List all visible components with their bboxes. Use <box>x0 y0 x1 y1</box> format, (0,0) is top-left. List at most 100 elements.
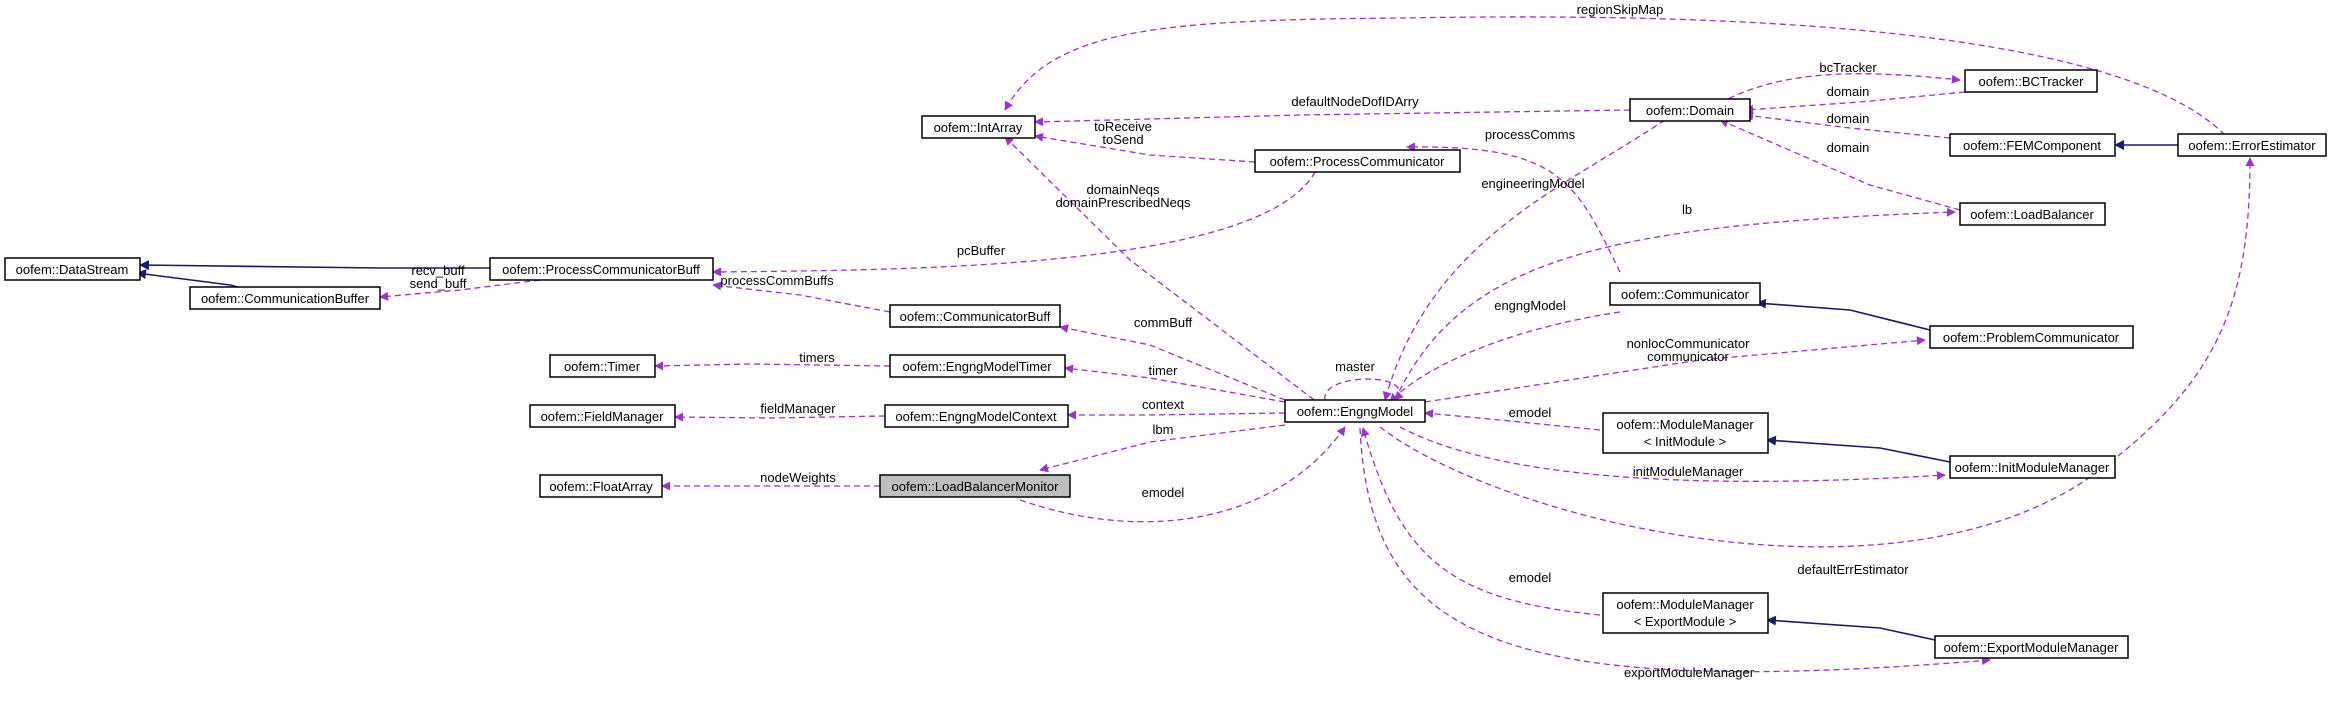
edge-initmodulemanager-modulemanager-init <box>1766 435 1951 463</box>
node-processcommunicator-label: oofem::ProcessCommunicator <box>1270 154 1446 169</box>
edge-domain-bctracker <box>1744 91 1966 114</box>
node-engngmodelcontext-label: oofem::EngngModelContext <box>895 409 1057 424</box>
edge-emodel-init <box>1424 409 1601 431</box>
node-modulemanager-export-label-1: oofem::ModuleManager <box>1616 597 1754 612</box>
edge-domainNeqs <box>1004 136 1331 413</box>
label-lb: lb <box>1682 202 1692 217</box>
node-initmodulemanager-label: oofem::InitModuleManager <box>1955 460 2110 475</box>
node-initmodulemanager[interactable]: oofem::InitModuleManager <box>1949 455 2116 479</box>
node-intarray[interactable]: oofem::IntArray <box>921 115 1036 139</box>
label-defaultNodeDofIDArry: defaultNodeDofIDArry <box>1291 94 1419 109</box>
node-modulemanager-init-label-1: oofem::ModuleManager <box>1616 417 1754 432</box>
node-femcomponent-label: oofem::FEMComponent <box>1963 138 2101 153</box>
edge-master <box>1324 378 1404 401</box>
edge-recv-send-buff <box>379 279 541 301</box>
edge-labels: regionSkipMap defaultNodeDofIDArry toRec… <box>410 2 1910 680</box>
node-modulemanager-export-label-2: < ExportModule > <box>1634 614 1737 629</box>
node-loadbalancermonitor[interactable]: oofem::LoadBalancerMonitor <box>879 474 1071 498</box>
node-modulemanager-init[interactable]: oofem::ModuleManager < InitModule > <box>1602 412 1769 454</box>
node-errorestimator[interactable]: oofem::ErrorEstimator <box>2177 133 2327 157</box>
label-pcBuffer: pcBuffer <box>957 243 1006 258</box>
node-bctracker[interactable]: oofem::BCTracker <box>1964 69 2098 93</box>
node-loadbalancer-label: oofem::LoadBalancer <box>1970 207 2094 222</box>
label-timers: timers <box>799 350 835 365</box>
node-floatarray-label: oofem::FloatArray <box>549 479 653 494</box>
label-engngModel: engngModel <box>1494 298 1566 313</box>
edge-processCommBuffs <box>712 281 891 313</box>
label-nodeWeights: nodeWeights <box>760 470 836 485</box>
edge-domain-loadbalancer <box>1719 119 1961 211</box>
node-femcomponent[interactable]: oofem::FEMComponent <box>1949 133 2116 157</box>
node-loadbalancer[interactable]: oofem::LoadBalancer <box>1959 202 2106 226</box>
edge-processcommunicatorbuff-datastream <box>139 260 490 271</box>
label-lbm: lbm <box>1153 422 1174 437</box>
node-problemcommunicator[interactable]: oofem::ProblemCommunicator <box>1929 325 2134 349</box>
node-floatarray[interactable]: oofem::FloatArray <box>539 474 663 498</box>
node-bctracker-label: oofem::BCTracker <box>1979 74 2085 89</box>
node-engngmodelcontext[interactable]: oofem::EngngModelContext <box>884 404 1069 428</box>
edge-initModuleManager <box>1399 426 1946 482</box>
label-domain-1: domain <box>1827 84 1870 99</box>
node-timer[interactable]: oofem::Timer <box>549 354 656 378</box>
edge-fieldManager <box>674 412 886 422</box>
label-nonlocCommunicator: nonlocCommunicator <box>1627 336 1751 351</box>
edge-nonloc-communicator <box>1424 336 1926 403</box>
label-communicator: communicator <box>1647 349 1729 364</box>
label-timer: timer <box>1149 363 1179 378</box>
node-exportmodulemanager[interactable]: oofem::ExportModuleManager <box>1934 635 2129 659</box>
edge-emodel-lbm <box>1019 426 1346 523</box>
edge-emodel-export <box>1360 427 1601 616</box>
label-emodel-1: emodel <box>1509 405 1552 420</box>
label-domainPrescribedNeqs: domainPrescribedNeqs <box>1055 195 1191 210</box>
label-emodel-2: emodel <box>1142 485 1185 500</box>
node-communicatorbuff-label: oofem::CommunicatorBuff <box>900 309 1051 324</box>
label-toReceive: toReceive <box>1094 119 1152 134</box>
edges <box>136 16 2255 673</box>
node-intarray-label: oofem::IntArray <box>934 120 1023 135</box>
edge-context <box>1067 410 1286 420</box>
node-engngmodel-label: oofem::EngngModel <box>1297 404 1413 419</box>
node-communicator[interactable]: oofem::Communicator <box>1609 282 1761 306</box>
node-communicationbuffer[interactable]: oofem::CommunicationBuffer <box>189 286 381 310</box>
edge-defaultErrEstimator <box>1379 157 2255 548</box>
node-errorestimator-label: oofem::ErrorEstimator <box>2188 138 2316 153</box>
node-communicationbuffer-label: oofem::CommunicationBuffer <box>201 291 370 306</box>
edge-exportmodulemanager-modulemanager-export <box>1766 615 1936 641</box>
node-fieldmanager[interactable]: oofem::FieldManager <box>529 404 676 428</box>
edge-bcTracker <box>1719 73 1961 104</box>
label-regionSkipMap: regionSkipMap <box>1577 2 1664 17</box>
edge-commBuff <box>1059 324 1286 401</box>
label-domainNeqs: domainNeqs <box>1087 182 1160 197</box>
edge-domain-femcomponent <box>1744 111 1951 139</box>
edge-timers <box>654 361 891 371</box>
label-bcTracker: bcTracker <box>1819 60 1877 75</box>
label-commBuff: commBuff <box>1134 315 1193 330</box>
label-processComms: processComms <box>1485 127 1576 142</box>
node-datastream-label: oofem::DataStream <box>16 262 129 277</box>
node-domain[interactable]: oofem::Domain <box>1629 98 1751 122</box>
node-engngmodeltimer[interactable]: oofem::EngngModelTimer <box>889 354 1066 378</box>
node-communicatorbuff[interactable]: oofem::CommunicatorBuff <box>889 304 1061 328</box>
node-domain-label: oofem::Domain <box>1646 103 1734 118</box>
label-exportModuleManager: exportModuleManager <box>1624 665 1755 680</box>
node-processcommunicatorbuff[interactable]: oofem::ProcessCommunicatorBuff <box>489 257 714 281</box>
label-toSend: toSend <box>1102 132 1143 147</box>
node-processcommunicator[interactable]: oofem::ProcessCommunicator <box>1254 149 1461 173</box>
node-processcommunicatorbuff-label: oofem::ProcessCommunicatorBuff <box>502 262 700 277</box>
node-loadbalancermonitor-label: oofem::LoadBalancerMonitor <box>892 479 1060 494</box>
edge-lbm <box>1039 424 1286 473</box>
label-context: context <box>1142 397 1184 412</box>
node-modulemanager-init-label-2: < InitModule > <box>1644 434 1726 449</box>
label-domain-2: domain <box>1827 111 1870 126</box>
node-datastream[interactable]: oofem::DataStream <box>4 257 141 281</box>
edge-timer <box>1064 364 1286 403</box>
node-engngmodel[interactable]: oofem::EngngModel <box>1284 399 1426 423</box>
node-problemcommunicator-label: oofem::ProblemCommunicator <box>1943 330 2120 345</box>
node-modulemanager-export[interactable]: oofem::ModuleManager < ExportModule > <box>1602 592 1769 634</box>
label-fieldManager: fieldManager <box>760 401 836 416</box>
label-emodel-3: emodel <box>1509 570 1552 585</box>
label-master: master <box>1335 359 1375 374</box>
edge-regionSkipMap <box>1004 16 2226 136</box>
label-recv-buff: recv_buff <box>411 263 465 278</box>
